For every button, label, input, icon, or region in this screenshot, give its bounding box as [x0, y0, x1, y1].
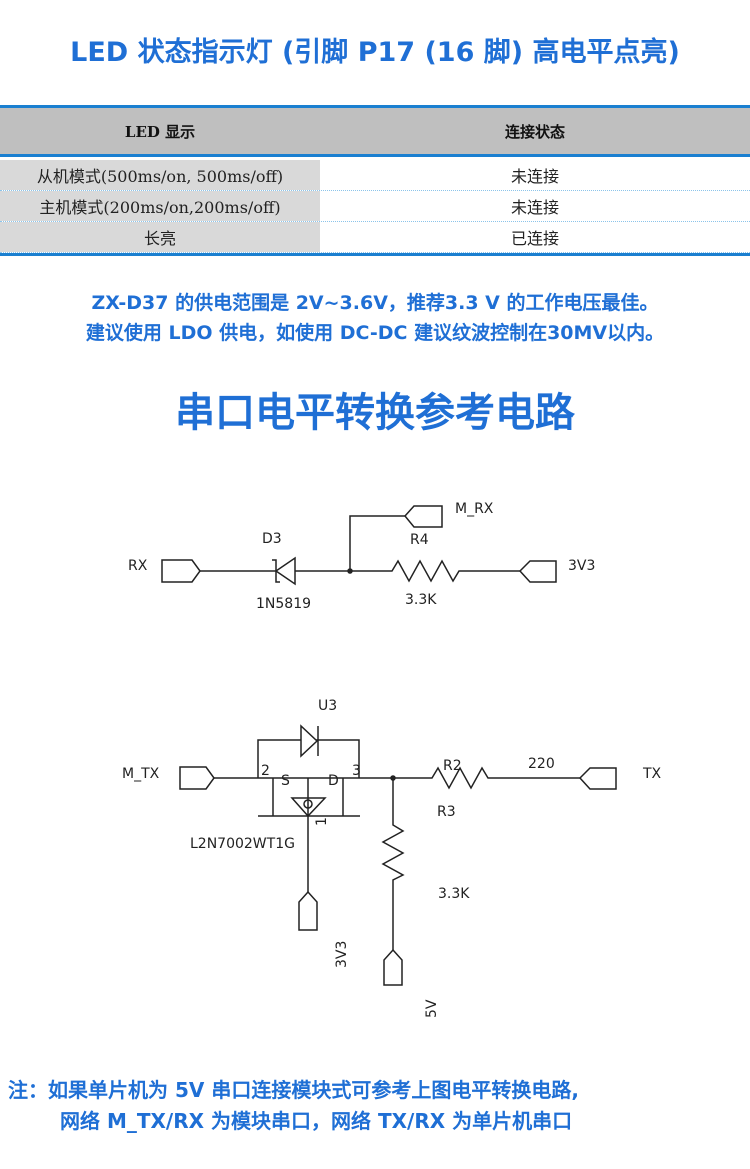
3v3-port-icon — [518, 560, 557, 583]
led-status-table: LED 显示 连接状态 从机模式(500ms/on, 500ms/off) 未连… — [0, 105, 750, 256]
5v-label: 5V — [424, 999, 440, 1018]
m-rx-label: M_RX — [455, 501, 494, 517]
table-header: LED 显示 连接状态 — [0, 108, 750, 154]
led-cell: 主机模式(200ms/on,200ms/off) — [0, 191, 320, 221]
diode-u3-icon — [300, 724, 319, 758]
table-row: 从机模式(500ms/on, 500ms/off) 未连接 — [0, 160, 750, 191]
tx-circuit: M_TX U3 2 3 S D 1 L2N7002WT1G 3V3 R2 — [122, 698, 662, 1018]
pin3-label: 3 — [352, 763, 361, 779]
mosfet-part-label: L2N7002WT1G — [190, 836, 295, 852]
mosfet-icon — [258, 778, 360, 892]
pin2-label: 2 — [261, 763, 270, 779]
m-tx-label: M_TX — [122, 766, 160, 782]
r4-resistor-icon — [350, 559, 520, 583]
diode-d3-icon — [272, 556, 296, 586]
rx-port-icon — [161, 559, 201, 583]
circuit-section-title: 串口电平转换参考电路 — [175, 390, 575, 436]
table-row: 长亮 已连接 — [0, 222, 750, 253]
status-cell: 未连接 — [510, 198, 559, 217]
gate-3v3-label: 3V3 — [334, 941, 350, 968]
status-cell: 已连接 — [510, 229, 559, 248]
footer-note-line: 注：如果单片机为 5V 串口连接模块式可参考上图电平转换电路, — [8, 1078, 579, 1102]
source-label: S — [281, 773, 290, 789]
r2-value: 220 — [528, 756, 555, 772]
header-led: LED 显示 — [124, 122, 196, 141]
header-status: 连接状态 — [504, 122, 565, 141]
table-header-border — [0, 154, 750, 157]
r3-label: R3 — [437, 804, 456, 820]
power-note-line: 建议使用 LDO 供电，如使用 DC-DC 建议纹波控制在30MV以内。 — [85, 322, 665, 344]
tx-label: TX — [642, 766, 662, 782]
status-cell: 未连接 — [510, 167, 559, 186]
drain-label: D — [328, 773, 339, 789]
r2-resistor-icon — [393, 766, 580, 790]
r3-value: 3.3K — [438, 886, 470, 902]
led-cell: 从机模式(500ms/on, 500ms/off) — [0, 160, 320, 190]
table-top-border — [0, 105, 750, 108]
table-bottom-border — [0, 253, 750, 256]
footer-note-line: 网络 M_TX/RX 为模块串口，网络 TX/RX 为单片机串口 — [60, 1109, 573, 1133]
3v3-label: 3V3 — [568, 558, 595, 574]
led-section-title: LED 状态指示灯 (引脚 P17 (16 脚) 高电平点亮) — [70, 37, 680, 68]
5v-port-icon — [383, 948, 403, 986]
d3-label: D3 — [262, 531, 282, 547]
r3-resistor-icon — [381, 778, 405, 950]
tx-port-icon — [578, 767, 617, 790]
r4-value: 3.3K — [405, 592, 437, 608]
table-row: 主机模式(200ms/on,200ms/off) 未连接 — [0, 191, 750, 222]
r4-label: R4 — [410, 532, 429, 548]
u3-label: U3 — [318, 698, 337, 714]
m-rx-port-icon — [404, 505, 443, 528]
m-tx-port-icon — [179, 766, 215, 790]
r2-label: R2 — [443, 758, 462, 774]
gate-3v3-port-icon — [298, 890, 318, 931]
rx-circuit: RX D3 1N5819 M_RX R4 3.3K 3V3 — [128, 501, 595, 612]
power-note: ZX-D37 的供电范围是 2V~3.6V，推荐3.3 V 的工作电压最佳。 建… — [0, 288, 750, 348]
power-note-line: ZX-D37 的供电范围是 2V~3.6V，推荐3.3 V 的工作电压最佳。 — [91, 292, 659, 314]
led-cell: 长亮 — [0, 222, 320, 252]
pin1-label: 1 — [314, 817, 330, 826]
rx-label: RX — [128, 558, 148, 574]
d3-part-label: 1N5819 — [256, 596, 311, 612]
footer-note: 注：如果单片机为 5V 串口连接模块式可参考上图电平转换电路, 网络 M_TX/… — [8, 1075, 750, 1137]
